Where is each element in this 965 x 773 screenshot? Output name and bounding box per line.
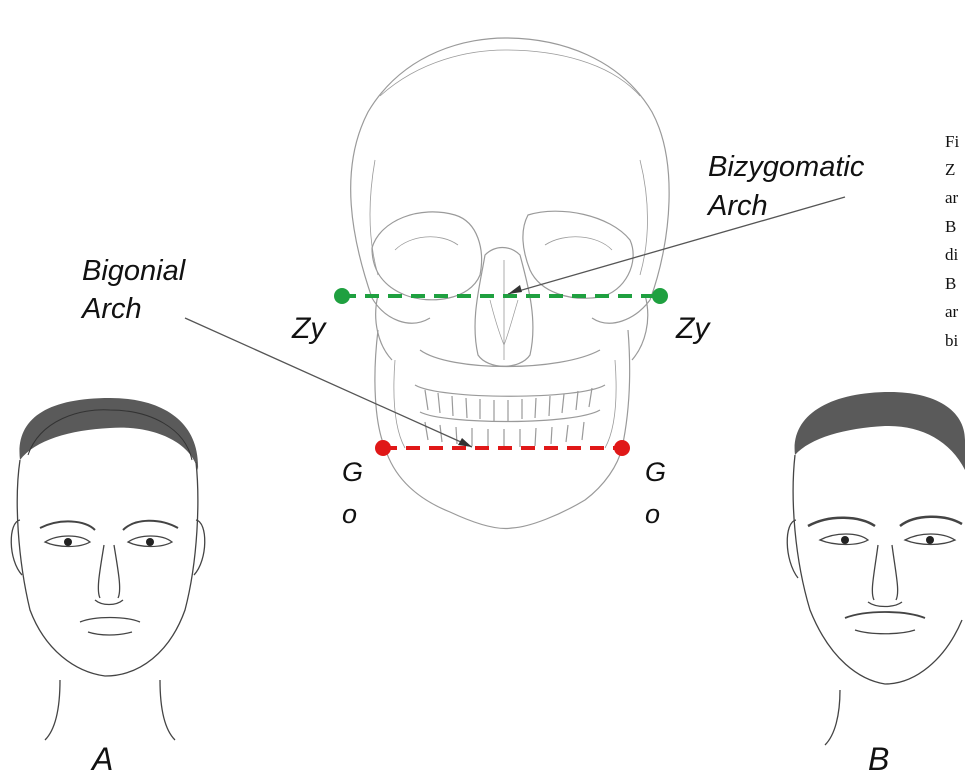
zy-left-point xyxy=(334,288,350,304)
bigonial-label-line2: Arch xyxy=(80,293,142,325)
face-a-label: A xyxy=(90,741,113,773)
bigonial-label-line1: Bigonial xyxy=(82,255,187,287)
go-right-label-g: G xyxy=(645,457,666,487)
caption-line-8: bi xyxy=(945,331,959,350)
caption-line-5: di xyxy=(945,245,959,264)
caption-line-6: B xyxy=(945,274,956,293)
caption-line-2: Z xyxy=(945,160,955,179)
face-b-label: B xyxy=(868,741,889,773)
bizygomatic-label-line1: Bizygomatic xyxy=(708,151,865,183)
zy-right-point xyxy=(652,288,668,304)
bizygomatic-arrowhead xyxy=(508,285,522,294)
bigonial-pointer xyxy=(185,318,472,447)
go-left-label-o: o xyxy=(342,499,357,529)
caption-line-3: ar xyxy=(945,188,959,207)
zy-left-label: Zy xyxy=(291,312,327,345)
go-left-label-g: G xyxy=(342,457,363,487)
face-b-drawing xyxy=(787,392,965,745)
bizygomatic-label-line2: Arch xyxy=(706,190,768,222)
bigonial-arrowhead xyxy=(458,438,472,447)
face-a-drawing xyxy=(11,398,205,740)
go-right-label-o: o xyxy=(645,499,660,529)
zy-right-label: Zy xyxy=(675,312,711,345)
go-right-point xyxy=(614,440,630,456)
figure-caption: Fi Z ar B di B ar bi xyxy=(945,132,959,350)
caption-line-7: ar xyxy=(945,302,959,321)
caption-line-4: B xyxy=(945,217,956,236)
caption-line-1: Fi xyxy=(945,132,959,151)
go-left-point xyxy=(375,440,391,456)
